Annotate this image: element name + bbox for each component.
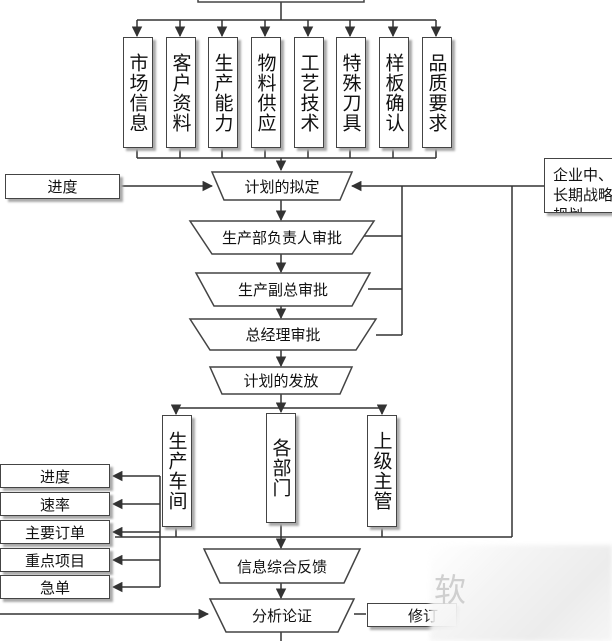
- analysis-label: 分析论证: [251, 607, 312, 625]
- approve-gm-shape: [188, 318, 378, 351]
- input-sample-confirmation: 样板确认: [379, 37, 409, 148]
- branch-production-workshop: 生产车间: [162, 415, 192, 527]
- approve-vp-shape: [194, 272, 372, 307]
- approve-vp-label: 生产副总审批: [237, 281, 328, 299]
- analysis-shape: [208, 598, 356, 633]
- left-item-rate: 速率: [0, 492, 110, 516]
- left-item-rush-orders: 急单: [0, 575, 110, 599]
- plan-issue-label: 计划的发放: [243, 372, 319, 390]
- input-material-supply: 物料供应: [251, 37, 281, 148]
- feedback-shape: [202, 548, 362, 584]
- watermark-blur: [430, 545, 612, 641]
- branch-departments: 各部门: [266, 413, 296, 523]
- left-item-progress: 进度: [0, 464, 110, 488]
- approve-gm-label: 总经理审批: [245, 326, 321, 344]
- branch-superior-manager: 上级主管: [367, 415, 397, 527]
- strategy-plan-label: 企业中、长期战略规划: [553, 166, 612, 212]
- input-quality-requirements: 品质要求: [422, 37, 452, 148]
- left-item-main-orders: 主要订单: [0, 520, 110, 544]
- approve-production-label: 生产部负责人审批: [221, 229, 342, 247]
- input-process-technology: 工艺技术: [294, 37, 324, 148]
- approve-production-shape: [188, 220, 376, 255]
- input-market-info: 市场信息: [123, 37, 153, 148]
- input-production-capacity: 生产能力: [208, 37, 238, 148]
- plan-draft-shape: [210, 171, 354, 201]
- plan-issue-shape: [208, 366, 354, 395]
- feedback-label: 信息综合反馈: [236, 557, 327, 576]
- watermark-text: 软: [433, 571, 466, 609]
- strategy-plan-box: 企业中、长期战略规划: [544, 158, 612, 213]
- plan-draft-label: 计划的拟定: [244, 177, 320, 196]
- input-customer-data: 客户资料: [166, 37, 196, 148]
- left-item-key-projects: 重点项目: [0, 548, 110, 572]
- input-special-tools: 特殊刀具: [336, 37, 366, 148]
- progress-box-top: 进度: [5, 174, 120, 199]
